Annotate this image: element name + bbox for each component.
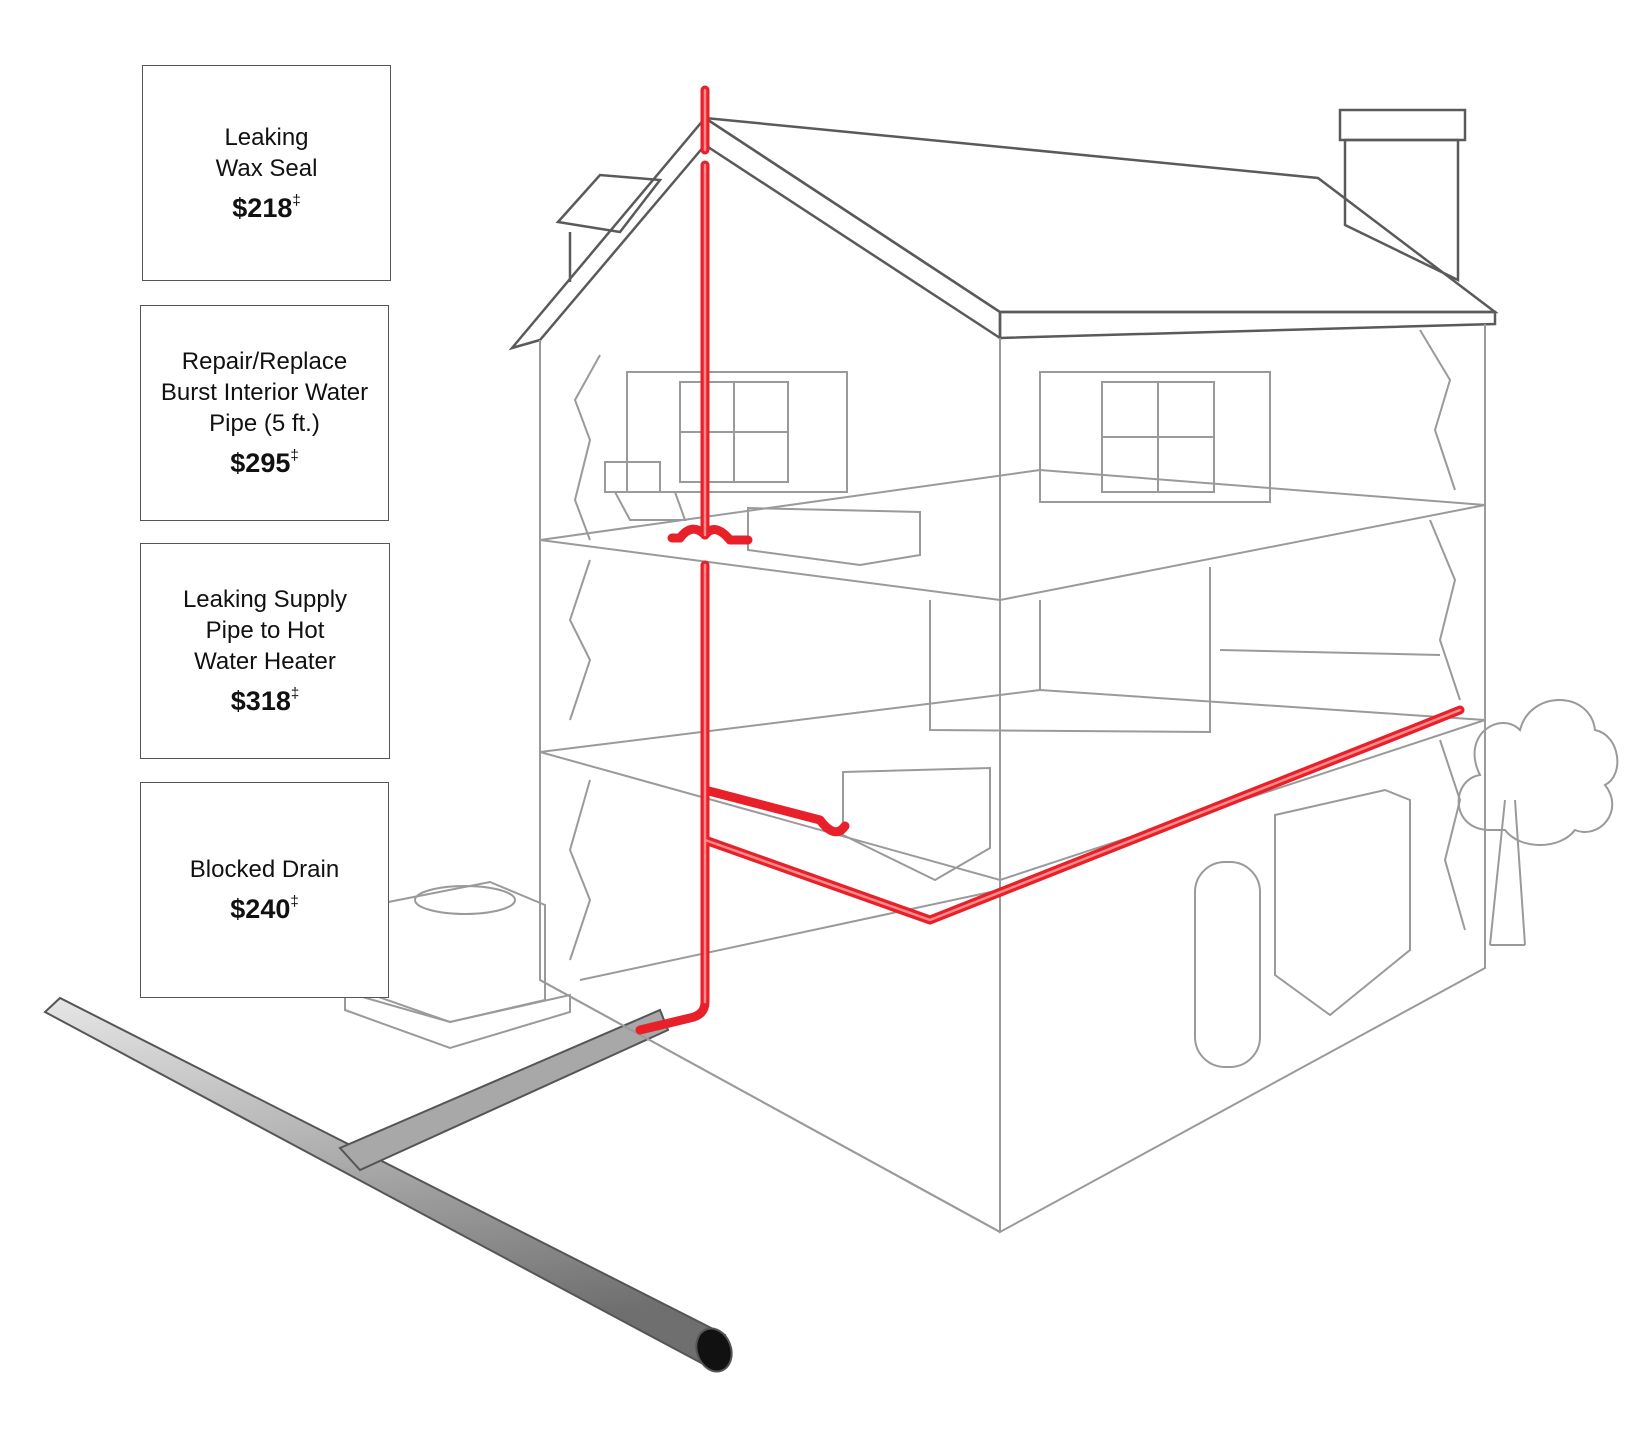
footnote-mark: ‡: [292, 191, 301, 209]
card-description: Leaking Wax Seal: [216, 122, 318, 184]
card-line: Leaking Supply: [182, 586, 348, 613]
card-price: $218‡: [232, 186, 300, 225]
card-description: Leaking Supply Pipe to Hot Water Heater: [183, 584, 347, 677]
price-value: $318: [230, 686, 291, 716]
card-price: $240‡: [230, 887, 298, 926]
price-value: $218: [232, 192, 293, 223]
plumbing-pipes: [635, 85, 1465, 1035]
cost-card-burst-pipe: Repair/Replace Burst Interior Water Pipe…: [140, 305, 389, 521]
price-value: $295: [230, 448, 291, 478]
card-line: Pipe (5 ft.): [209, 410, 320, 437]
card-line: Water Heater: [194, 648, 336, 675]
sewer-pipe: [43, 996, 733, 1373]
card-description: Repair/Replace Burst Interior Water Pipe…: [161, 346, 368, 439]
card-line: Pipe to Hot: [205, 617, 325, 644]
house-outline: [344, 108, 1619, 1234]
card-price: $318‡: [231, 679, 299, 718]
price-value: $240: [230, 894, 291, 924]
footnote-mark: ‡: [290, 447, 299, 464]
card-line: Wax Seal: [215, 154, 318, 182]
card-line: Blocked Drain: [189, 856, 340, 883]
cost-card-blocked-drain: Blocked Drain $240‡: [140, 782, 389, 998]
card-line: Burst Interior Water: [160, 379, 369, 406]
footnote-mark: ‡: [290, 685, 300, 702]
footnote-mark: ‡: [290, 893, 299, 910]
card-line: Repair/Replace: [181, 348, 348, 375]
cost-card-wax-seal: Leaking Wax Seal $218‡: [142, 65, 391, 281]
card-price: $295‡: [230, 441, 298, 480]
card-line: Leaking: [224, 123, 309, 151]
cost-card-supply-pipe: Leaking Supply Pipe to Hot Water Heater …: [140, 543, 390, 759]
card-description: Blocked Drain: [190, 854, 339, 885]
